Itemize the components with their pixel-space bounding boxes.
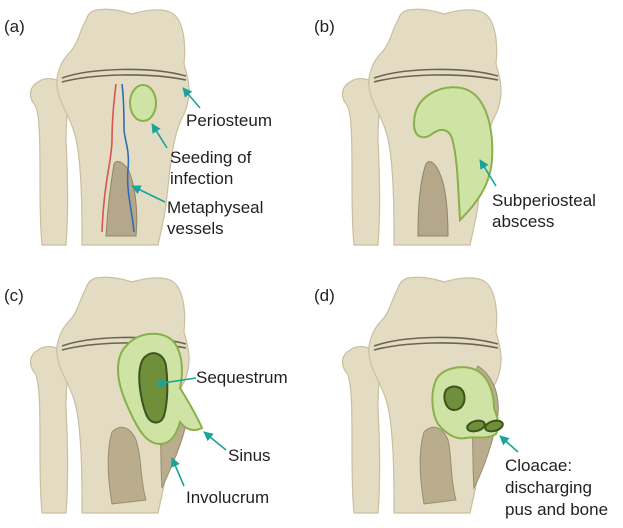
label-involucrum: Involucrum: [186, 488, 269, 507]
arrow-cloacae: [500, 436, 518, 452]
label-vessels-2: vessels: [167, 219, 224, 238]
panel-label-a: (a): [4, 17, 25, 36]
panel-a: (a) Periosteum Seeding of infection Meta…: [4, 9, 272, 245]
label-cloacae-3: pus and bone: [505, 500, 608, 519]
panel-label-b: (b): [314, 17, 335, 36]
label-cloacae-1: Cloacae:: [505, 456, 572, 475]
arrow-involucrum: [172, 458, 184, 486]
panel-label-d: (d): [314, 286, 335, 305]
label-seeding-2: infection: [170, 169, 233, 188]
infection-seed: [130, 85, 156, 121]
label-sinus: Sinus: [228, 446, 271, 465]
label-vessels-1: Metaphyseal: [167, 198, 263, 217]
label-seeding-1: Seeding of: [170, 148, 252, 167]
sequestrum-fragment-1: [444, 387, 464, 410]
panel-label-c: (c): [4, 286, 24, 305]
label-periosteum: Periosteum: [186, 111, 272, 130]
arrow-sinus: [204, 432, 226, 450]
panel-b: (b) Subperiosteal abscess: [314, 9, 596, 245]
label-sequestrum: Sequestrum: [196, 368, 288, 387]
panel-c: (c) Sequestrum Sinus Involucrum: [4, 277, 288, 513]
label-cloacae-2: discharging: [505, 478, 592, 497]
label-abscess-2: abscess: [492, 212, 554, 231]
panel-d: (d) Cloacae: discharging pus and bone: [314, 277, 608, 519]
label-abscess-1: Subperiosteal: [492, 191, 596, 210]
